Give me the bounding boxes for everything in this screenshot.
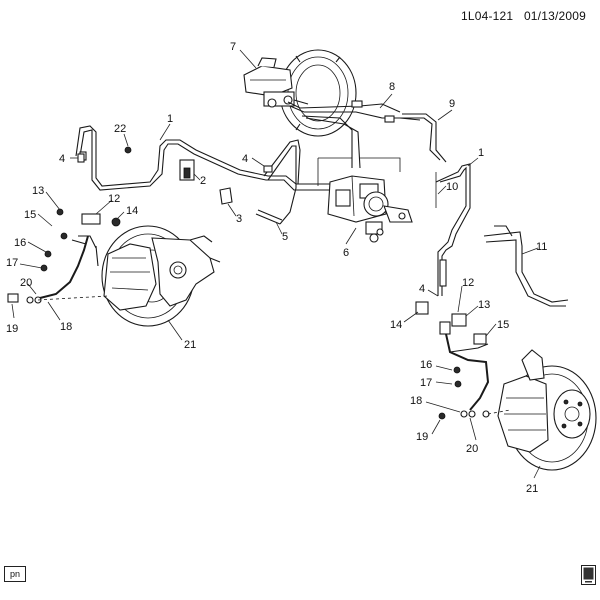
- callout-16-right: 16: [420, 359, 432, 371]
- callout-12-left: 12: [108, 193, 120, 205]
- callout-6: 6: [343, 247, 349, 259]
- callout-18-left: 18: [60, 321, 72, 333]
- hose-bracket-right: [415, 301, 487, 420]
- callout-10: 10: [446, 181, 458, 193]
- callout-19-right: 19: [416, 431, 428, 443]
- callout-20-left: 20: [20, 277, 32, 289]
- callout-13-left: 13: [32, 185, 44, 197]
- pn-badge: pn: [4, 566, 26, 582]
- bolt-22: [124, 146, 132, 154]
- hose-clip-2: [179, 159, 195, 181]
- callout-14-left: 14: [126, 205, 138, 217]
- callout-20-right: 20: [466, 443, 478, 455]
- callout-leaders: [11, 49, 541, 479]
- diagram-code: 1L04-121: [460, 9, 514, 23]
- abs-modulator: [327, 175, 413, 243]
- callout-15-left: 15: [24, 209, 36, 221]
- callout-21-right: 21: [526, 483, 538, 495]
- callout-1-right: 1: [478, 147, 484, 159]
- brake-hose-right: [445, 333, 490, 411]
- callout-4-right: 4: [419, 283, 425, 295]
- callout-8: 8: [389, 81, 395, 93]
- callout-16-left: 16: [14, 237, 26, 249]
- brake-assembly-left: [101, 225, 221, 327]
- callout-19-left: 19: [6, 323, 18, 335]
- hose-bracket-left: [40, 208, 121, 272]
- callout-4-left: 4: [59, 153, 65, 165]
- callout-5: 5: [282, 231, 288, 243]
- callout-9: 9: [449, 98, 455, 110]
- callout-17-left: 17: [6, 257, 18, 269]
- callout-2: 2: [200, 175, 206, 187]
- pipe-sleeve-5: [255, 209, 283, 225]
- bracket-3: [219, 187, 233, 205]
- callout-labels: 7 8 9 1 22 4 4 2 3 5 6 1 10 11 13 12 15 …: [6, 41, 547, 495]
- fitting-4-left: [77, 153, 85, 163]
- callout-17-right: 17: [420, 377, 432, 389]
- callout-4-center: 4: [242, 153, 248, 165]
- brake-hose-left: [39, 235, 99, 299]
- bleeder-left: [7, 293, 109, 304]
- diagram-date: 01/13/2009: [523, 9, 586, 23]
- gm-logo-icon: [581, 565, 596, 585]
- callout-7: 7: [230, 41, 236, 53]
- bleeder-right: [460, 409, 511, 418]
- callout-12-right: 12: [462, 277, 474, 289]
- callout-14-right: 14: [390, 319, 402, 331]
- callout-21-left: 21: [184, 339, 196, 351]
- brake-assembly-right: [497, 349, 597, 471]
- callout-15-right: 15: [497, 319, 509, 331]
- abs-bracket-lines: [317, 157, 437, 208]
- brake-pipe-rear: [483, 225, 569, 307]
- master-cylinder-reservoir: [243, 57, 309, 108]
- brake-pipes-upper: [287, 100, 447, 169]
- brake-pipe-right: [435, 163, 471, 296]
- callout-11: 11: [536, 241, 547, 253]
- diagram-header: 1L04-121 01/13/2009: [461, 9, 586, 23]
- callout-22: 22: [114, 123, 126, 135]
- callout-3: 3: [236, 213, 242, 225]
- callout-13-right: 13: [478, 299, 490, 311]
- callout-1-left: 1: [167, 113, 173, 125]
- callout-18-right: 18: [410, 395, 422, 407]
